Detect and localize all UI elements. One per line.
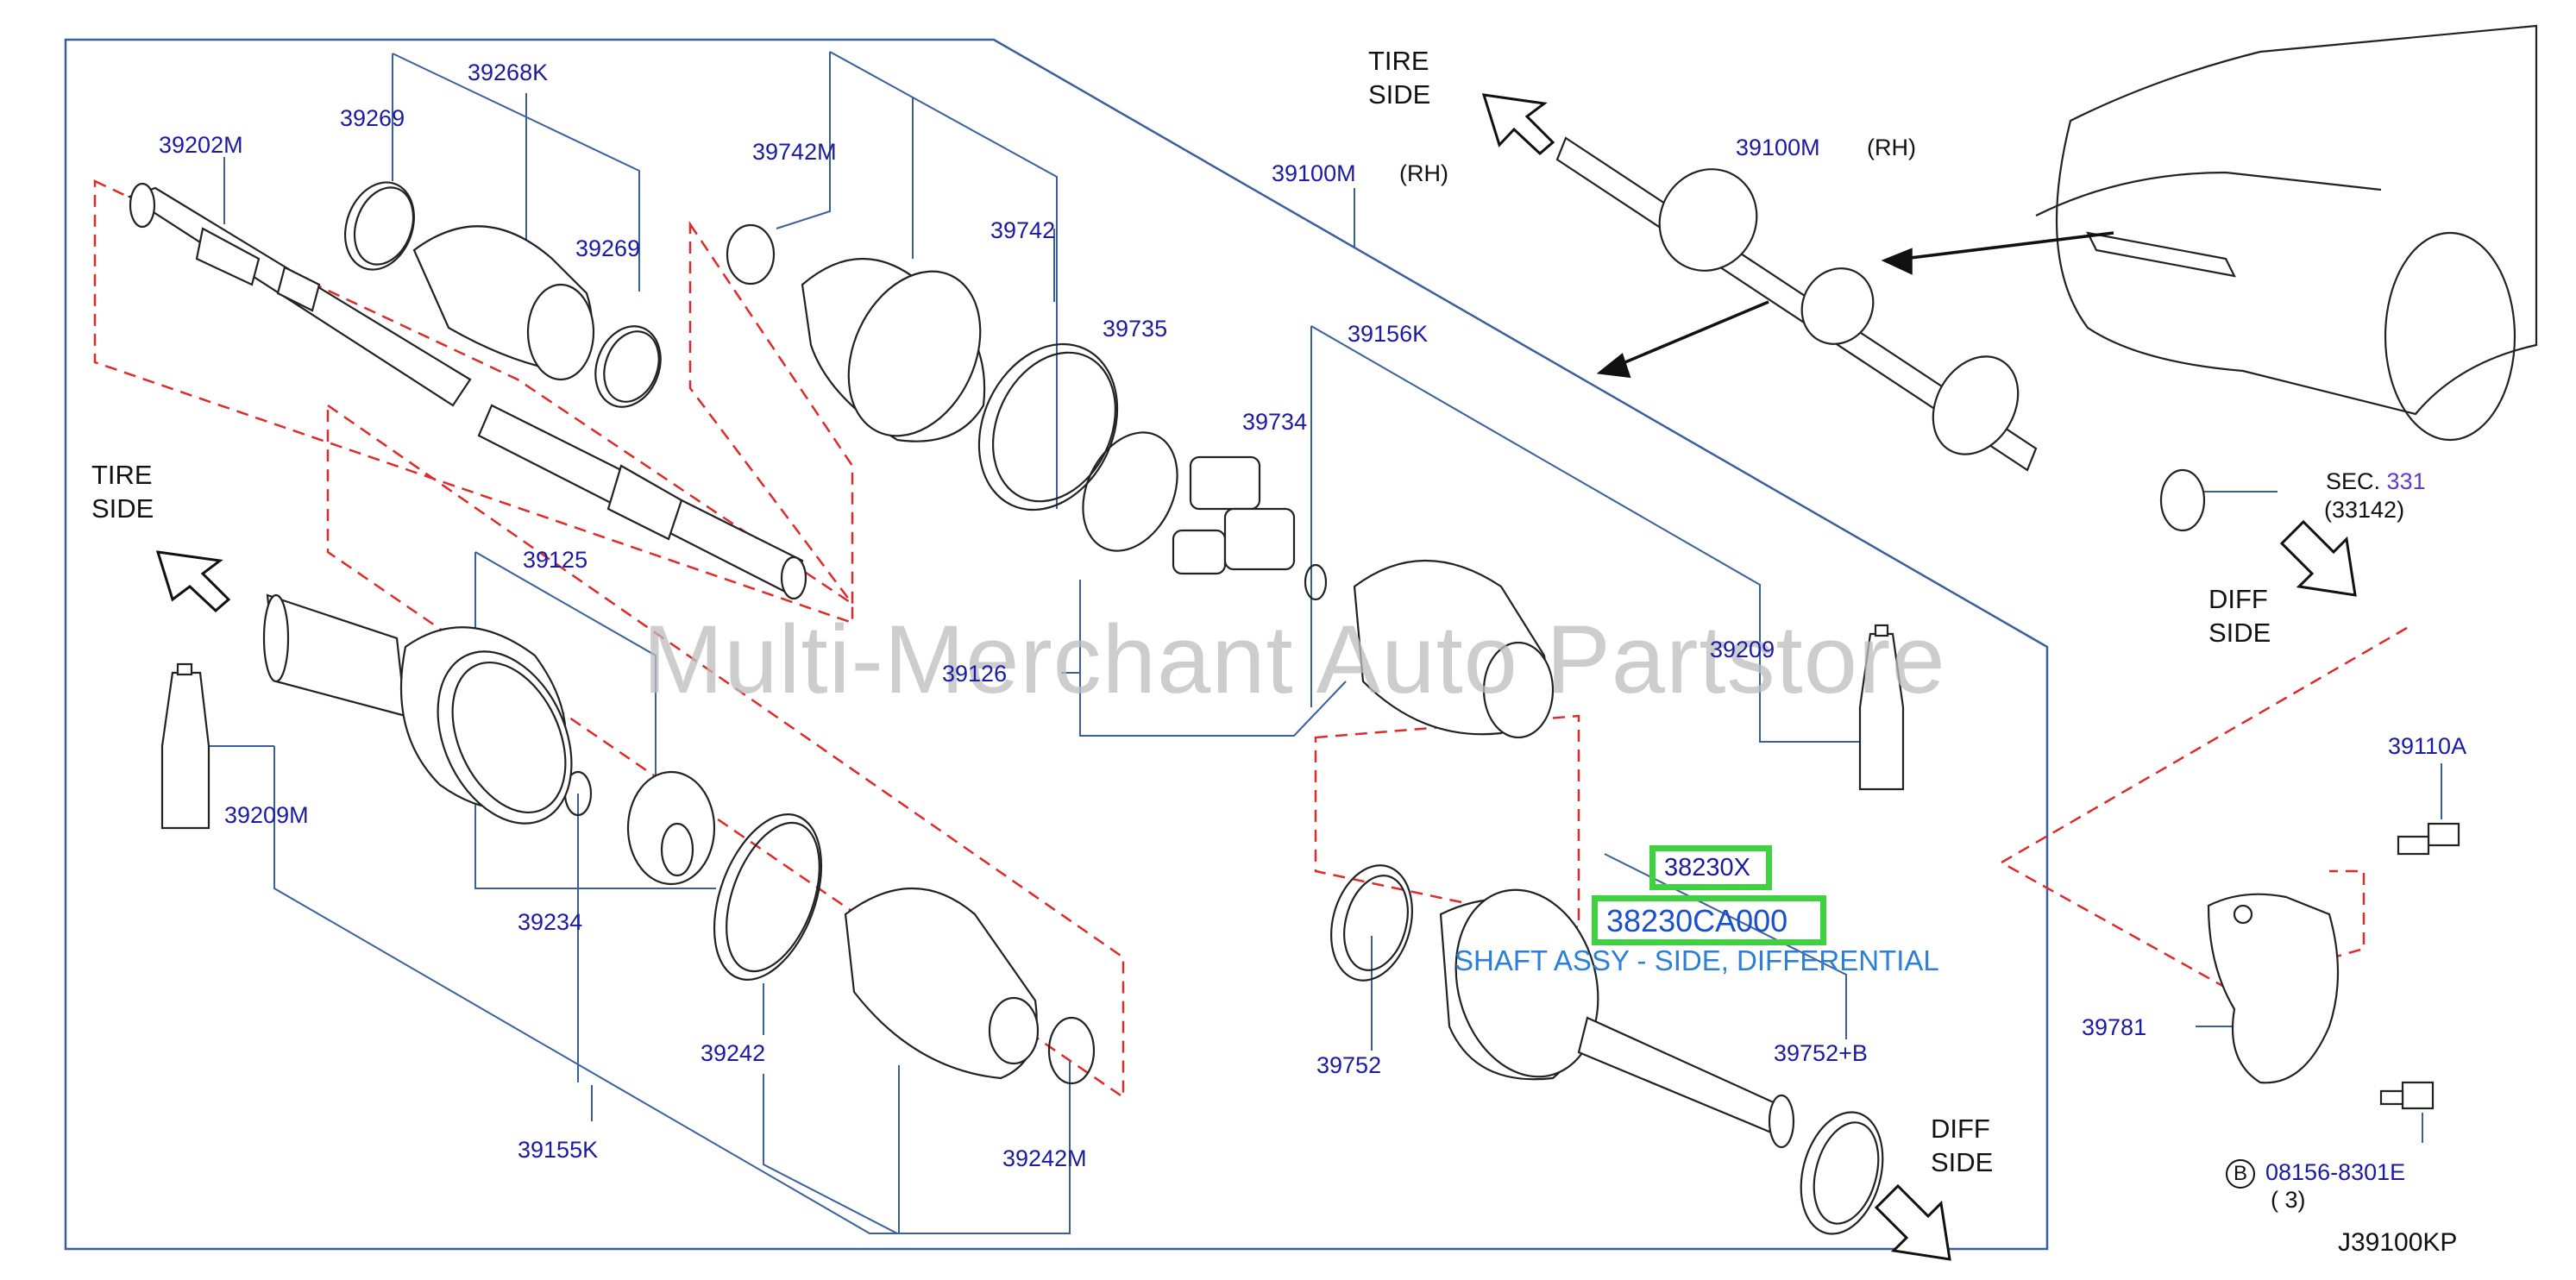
leader-39125-b: [474, 551, 657, 819]
tripod-and-housing: [1172, 455, 1795, 1149]
inner-shaft-group-outline: [93, 179, 854, 624]
part-label-39209[interactable]: 39209: [1710, 637, 1775, 662]
leader-39752B: [1604, 853, 1847, 1039]
highlight-box-38230CA000: [1592, 895, 1826, 945]
part-label-08156-8301E: 08156-8301E: [2265, 1159, 2406, 1186]
part-label-39268K[interactable]: 39268K: [468, 60, 549, 85]
bolt-qty-label: ( 3): [2271, 1187, 2306, 1213]
part-label-39100M-main[interactable]: 39100M: [1272, 160, 1356, 186]
part-label-39742[interactable]: 39742: [990, 217, 1056, 243]
sec-number: 331: [2386, 468, 2426, 494]
sec-label[interactable]: SEC. 331: [2326, 468, 2426, 494]
bracket-group-outline: [1999, 626, 2408, 989]
outer-cv-joint: [262, 593, 716, 886]
bolt-label[interactable]: B 08156-8301E: [2226, 1159, 2405, 1189]
diagram-code: J39100KP: [2338, 1228, 2458, 1257]
leader-39742M-b: [776, 52, 831, 229]
leader-39742M: [829, 51, 1058, 509]
diff-side-bottom-arrow: [1874, 1183, 1951, 1261]
rh-car-label: (RH): [1867, 135, 1916, 160]
leader-39156K: [1310, 325, 1889, 743]
rh-main-label: (RH): [1399, 160, 1448, 186]
shaft-car-view: [1555, 136, 2206, 532]
outer-joint-group-outline: [326, 403, 1125, 1100]
part-label-39125[interactable]: 39125: [523, 547, 588, 573]
part-label-39202M[interactable]: 39202M: [159, 132, 243, 158]
clamp-rings: [344, 181, 1884, 1235]
part-label-38230CA000[interactable]: 38230CA000: [1606, 903, 1788, 938]
grease-tubes: [160, 624, 1905, 830]
part-label-38230X[interactable]: 38230X: [1664, 854, 1750, 882]
part-label-39156K[interactable]: 39156K: [1348, 321, 1429, 347]
leader-39269-268K: [392, 53, 640, 292]
part-label-39781[interactable]: 39781: [2082, 1014, 2147, 1040]
part-label-39209M[interactable]: 39209M: [224, 802, 309, 828]
car-sketch: [2035, 24, 2538, 442]
sec-part-label: (33142): [2324, 497, 2405, 523]
part-label-39269-a[interactable]: 39269: [340, 105, 405, 131]
part-label-39242M[interactable]: 39242M: [1002, 1145, 1087, 1171]
tire-side-left-arrow: [155, 550, 231, 613]
part-label-39234[interactable]: 39234: [518, 909, 583, 935]
diff-side-right-arrow: [2279, 519, 2357, 597]
tire-side-top-arrow: [1481, 93, 1555, 156]
highlight-description: SHAFT ASSY - SIDE, DIFFERENTIAL: [1454, 944, 1939, 976]
part-label-39735[interactable]: 39735: [1103, 316, 1168, 342]
part-label-39126[interactable]: 39126: [942, 661, 1008, 687]
bolt-marker-icon: B: [2226, 1159, 2255, 1189]
boot-shapes: [412, 225, 1040, 1080]
part-label-39734[interactable]: 39734: [1242, 409, 1308, 435]
part-label-39742M[interactable]: 39742M: [752, 139, 837, 165]
part-label-39155K[interactable]: 39155K: [518, 1137, 599, 1163]
leader-39242-b: [763, 1074, 898, 1234]
leader-39126: [1079, 580, 1347, 737]
part-label-39242[interactable]: 39242: [701, 1040, 766, 1066]
leader-39209M: [273, 746, 1071, 1234]
watermark: Multi-Merchant Auto Partstore: [643, 605, 1946, 713]
part-label-39100M-car[interactable]: 39100M: [1736, 135, 1820, 160]
highlight-box-38230X: [1649, 845, 1772, 890]
side-arrows: [155, 93, 2357, 1261]
part-label-39752[interactable]: 39752: [1316, 1052, 1382, 1078]
part-label-39752B[interactable]: 39752+B: [1774, 1040, 1868, 1066]
main-assembly-outline: [64, 38, 2049, 1251]
part-label-39269-b[interactable]: 39269: [575, 235, 641, 261]
inner-shaft-drawing: [127, 182, 807, 600]
direction-arrows: [1596, 231, 2114, 379]
bracket-and-bolts: [2207, 822, 2460, 1110]
part-label-39110A[interactable]: 39110A: [2388, 733, 2467, 759]
